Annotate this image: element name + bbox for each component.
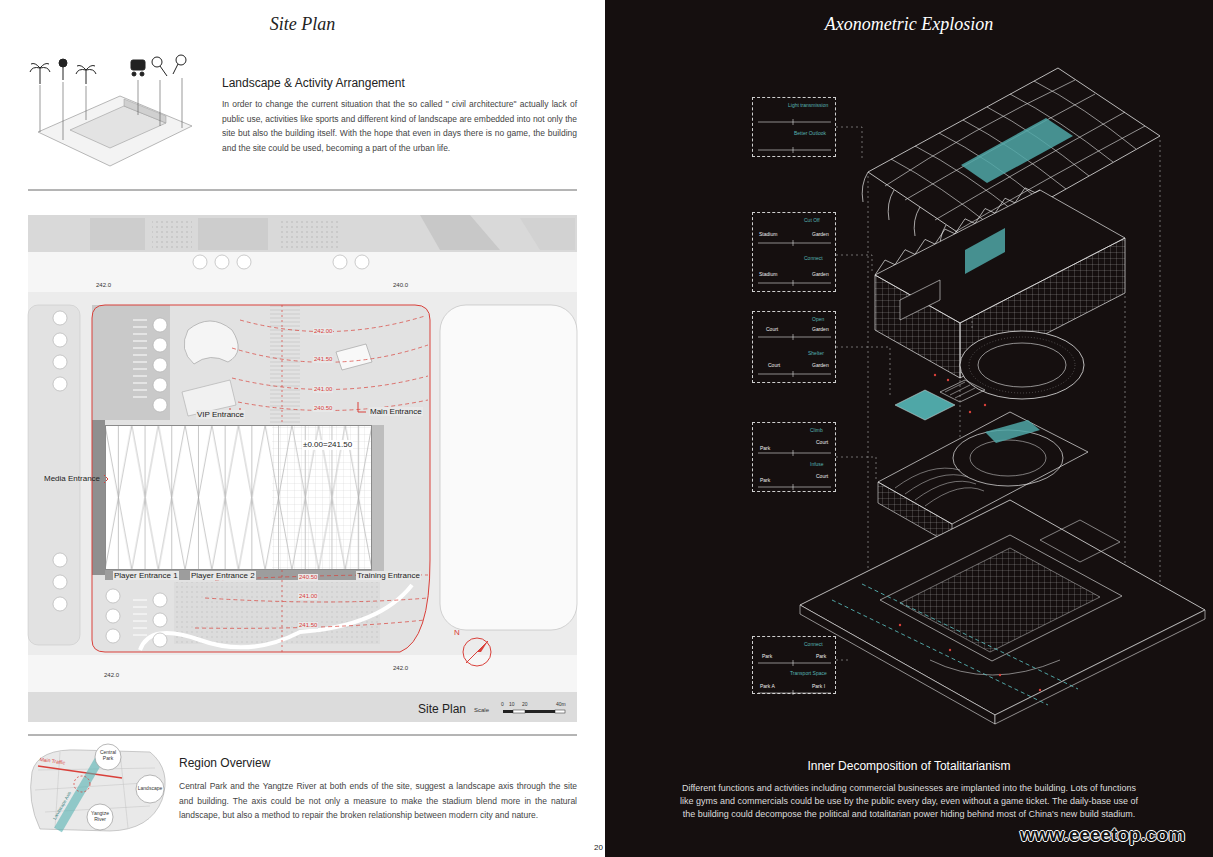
- entrance-label: Player Entrance 1: [113, 571, 179, 580]
- zone-label: Garden: [811, 362, 830, 368]
- contour-label: 240.50: [298, 574, 318, 581]
- zone-label: Court: [815, 439, 829, 445]
- watermark: www.eeeetop.com: [1020, 824, 1185, 846]
- zone-label: Court: [815, 473, 829, 479]
- page-number: 20: [594, 843, 603, 852]
- box-heading: ±0.00=241.50: [302, 440, 353, 450]
- section-heading: Landscape & Activity Arrangement: [222, 77, 405, 91]
- sketch-line: [758, 484, 831, 490]
- entrance-label: Media Entrance: [44, 474, 100, 483]
- box-heading: Climb: [809, 427, 824, 433]
- box-heading: Connect: [803, 641, 824, 647]
- zone-label: Court: [765, 326, 779, 332]
- zone-label: Garden: [811, 231, 830, 237]
- elevation-label: 240.0: [393, 282, 408, 289]
- north-label: N: [454, 628, 460, 637]
- box-heading: Light transmission: [787, 102, 829, 108]
- scale-number: 0: [501, 702, 504, 708]
- body-text: Central Park and the Yangtze River at bo…: [179, 779, 577, 823]
- sketch-line: [758, 147, 831, 153]
- box-heading: Transport Space: [789, 670, 828, 676]
- concept-box: OpenCourtGardenShelterCourtGarden: [752, 311, 836, 383]
- scale-label: Scale: [474, 707, 489, 714]
- sketch-line: [758, 240, 831, 246]
- entrance-label: Main Entrance: [369, 407, 423, 416]
- sketch-line: [758, 119, 831, 125]
- page-title: Site Plan: [0, 14, 605, 35]
- zone-label: Park A: [759, 683, 776, 689]
- map-label: Landscape: [136, 786, 164, 792]
- concept-sketch: [753, 213, 837, 293]
- contour-label: 241.00: [298, 593, 318, 600]
- entrance-label: Player Entrance 2: [190, 571, 256, 580]
- map-label: Central Park: [96, 750, 120, 762]
- box-heading: Better Outlook: [793, 130, 827, 136]
- zone-label: Garden: [811, 271, 830, 277]
- body-text: Different functions and activities inclu…: [679, 782, 1139, 821]
- contour-label: 242.00: [313, 328, 333, 335]
- contour-label: 241.50: [298, 622, 318, 629]
- box-heading: Infuse: [809, 461, 825, 467]
- box-heading: Cut Off: [803, 217, 821, 223]
- zone-label: Park: [759, 445, 771, 451]
- zone-label: Court: [767, 362, 781, 368]
- entrance-label: VIP Entrance: [196, 410, 245, 419]
- zone-label: Stadium: [758, 271, 778, 277]
- building-footprint: ±0.00=241.50: [105, 425, 372, 570]
- elevation-label: 242.0: [96, 282, 111, 289]
- concept-box: ConnectPark ParkTransport SpacePark A Park…: [752, 636, 836, 694]
- box-heading: Open: [811, 316, 825, 322]
- entrance-label: Training Entrance: [356, 571, 421, 580]
- contour-label: 240.50: [313, 405, 333, 412]
- sketch-line: [758, 280, 831, 286]
- plan-title: Site Plan: [418, 703, 466, 717]
- zone-label: Garden: [811, 326, 830, 332]
- sketch-line: [758, 371, 831, 377]
- concept-box: Light transmissionBetter Outlook: [752, 97, 836, 157]
- concept-box: ClimbParkCourtInfuseParkCourt: [752, 422, 836, 492]
- zone-label: Park: [761, 653, 773, 659]
- scale-number: 40m: [556, 702, 566, 708]
- zone-label: Park: [759, 477, 771, 483]
- concept-sketch: [753, 312, 837, 384]
- map-label: Yangtze River: [88, 811, 112, 823]
- sketch-line: [758, 334, 831, 340]
- elevation-label: 242.0: [104, 672, 119, 679]
- section-heading: Region Overview: [179, 757, 270, 771]
- box-heading: Connect: [803, 255, 824, 261]
- box-heading: Shelter: [807, 350, 825, 356]
- scale-number: 10: [509, 702, 515, 708]
- zone-label: Park I: [811, 683, 826, 689]
- contour-label: 241.00: [313, 386, 333, 393]
- sketch-line: [758, 690, 831, 695]
- concept-box: Cut OffStadiumGardenConnectStadiumGarden: [752, 212, 836, 292]
- body-text: In order to change the current situation…: [222, 97, 577, 155]
- scale-number: 20: [522, 702, 528, 708]
- section-heading: Inner Decomposition of Totalitarianism: [605, 760, 1213, 774]
- contour-label: 241.50: [313, 356, 333, 363]
- elevation-label: 242.0: [393, 665, 408, 672]
- zone-label: Park: [815, 653, 827, 659]
- page-title: Axonometric Explosion: [605, 14, 1213, 35]
- zone-label: Stadium: [758, 231, 778, 237]
- sketch-line: [758, 660, 831, 666]
